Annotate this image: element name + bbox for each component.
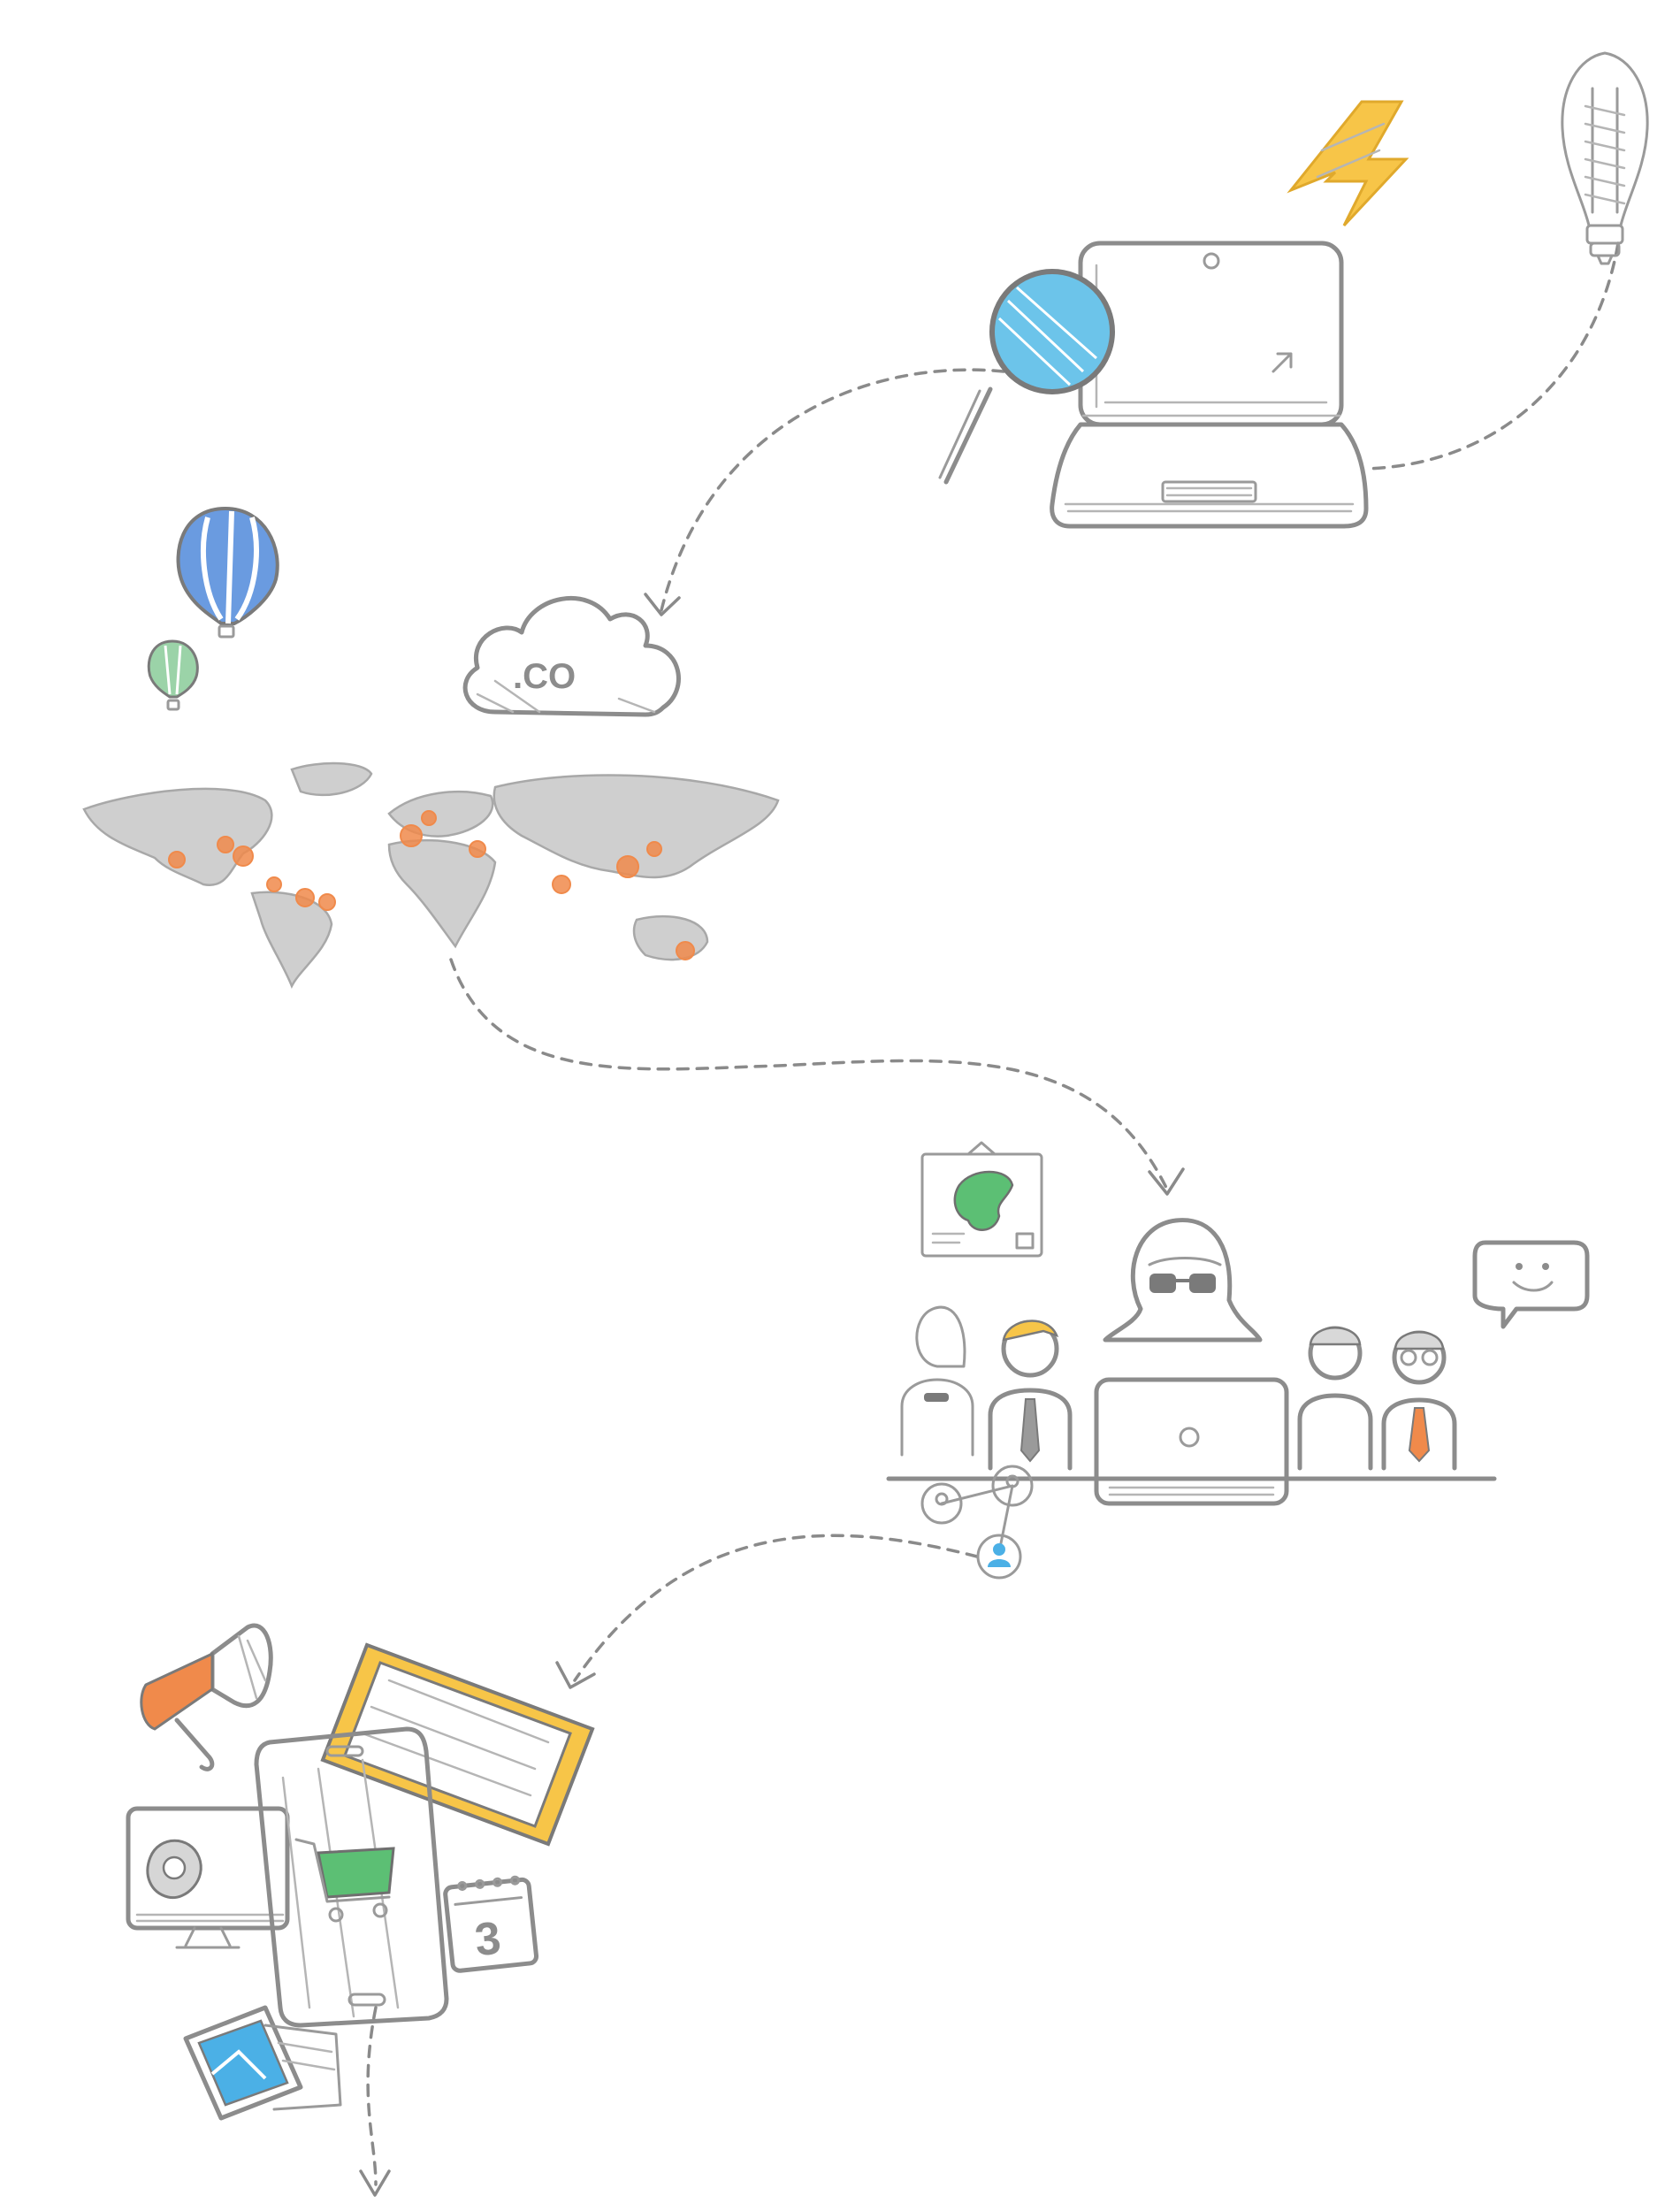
- path-map-to-team: [449, 958, 1169, 1191]
- person-presenter: [1103, 1218, 1263, 1343]
- photo-icon: [183, 2005, 342, 2121]
- megaphone-mouth: [140, 1651, 214, 1731]
- calendar-number: 3: [472, 1912, 503, 1966]
- continent-asia: [493, 774, 780, 879]
- world-map-icon: [82, 761, 780, 990]
- cloud-label: .CO: [513, 657, 576, 696]
- map-blob: [953, 1170, 1014, 1231]
- continent-africa: [387, 838, 497, 949]
- cloud-domain-icon: .CO: [462, 596, 681, 717]
- lightning-bolt-icon: [1287, 100, 1409, 227]
- team-meeting-icon: [886, 1141, 1497, 1506]
- continent-greenland: [290, 761, 373, 797]
- flow-paths: [359, 241, 1620, 2197]
- map-location-dots: [168, 810, 695, 960]
- laptop-base: [1050, 422, 1369, 529]
- person-2: [988, 1320, 1073, 1471]
- path-marketing-down: [366, 2006, 378, 2186]
- path-team-to-marketing: [573, 1534, 979, 1682]
- network-icon: [920, 1465, 1034, 1580]
- map-poster: [920, 1141, 1043, 1258]
- ticket-icon: [320, 1642, 595, 1847]
- touchpad: [1161, 480, 1257, 503]
- path-bulb-to-laptop: [1364, 241, 1620, 471]
- laptop-icon: [1050, 241, 1369, 529]
- continent-australia: [632, 914, 709, 961]
- magnifier-lens: [989, 269, 1115, 394]
- hot-air-balloon-icon: [147, 506, 279, 711]
- continent-north-america: [82, 787, 273, 887]
- photo-image: [197, 2019, 289, 2107]
- laptop-screen: [1078, 241, 1344, 427]
- calendar-icon: 3: [443, 1875, 539, 1973]
- magnifier-icon: [938, 269, 1115, 485]
- path-magnifier-to-cloud: [660, 368, 1005, 612]
- person-4: [1381, 1330, 1457, 1471]
- balloon-small: [147, 639, 199, 699]
- chat-bubble-icon: [1472, 1240, 1590, 1329]
- megaphone-icon: [140, 1623, 273, 1771]
- person-1: [900, 1305, 974, 1457]
- tie-orange: [1408, 1407, 1431, 1463]
- cursor-arrow: [1271, 352, 1293, 373]
- monitor-icon: [126, 1806, 290, 1949]
- lightbulb-icon: [1561, 51, 1649, 265]
- cart-basket: [317, 1847, 395, 1899]
- smartphone-cart-icon: [254, 1726, 449, 2028]
- laptop-meeting: [1094, 1377, 1289, 1506]
- person-3: [1297, 1326, 1373, 1471]
- marketing-cluster: 3: [126, 1623, 595, 2121]
